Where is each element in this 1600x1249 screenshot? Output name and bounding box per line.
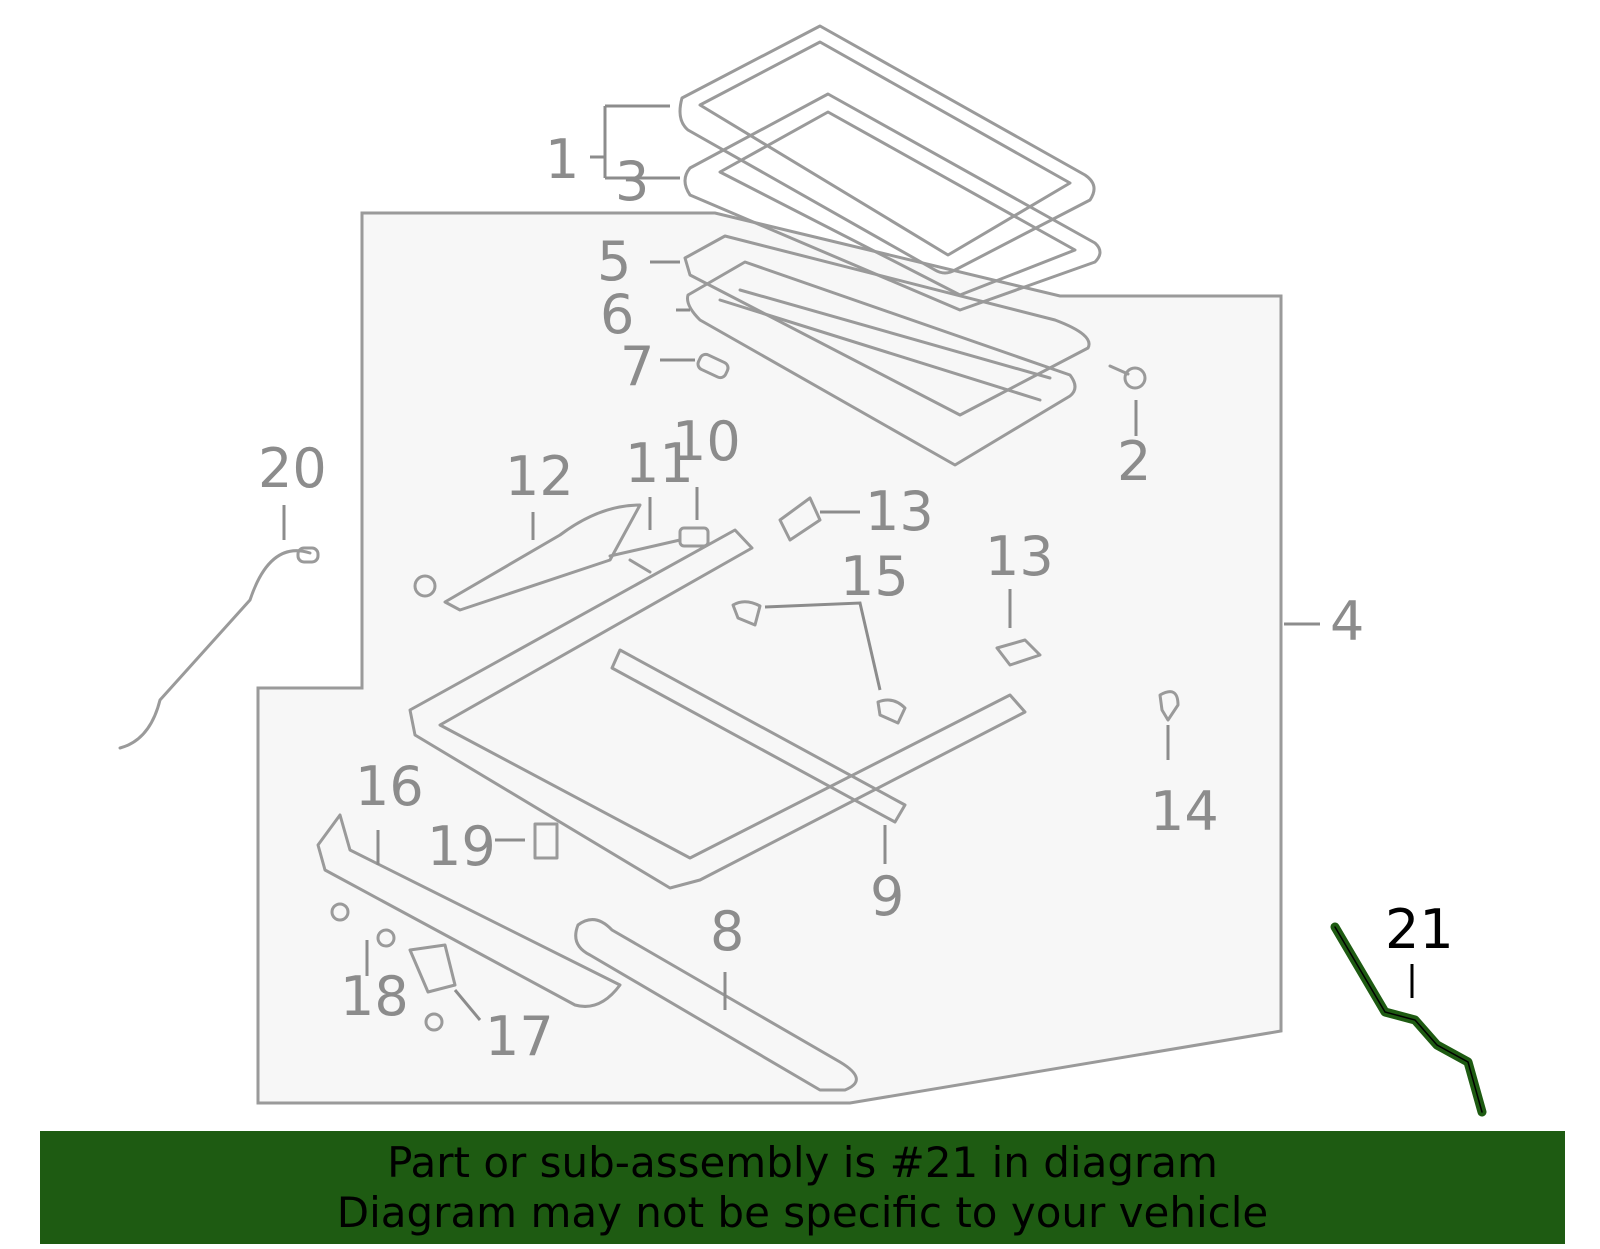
callout-20: 20 [258, 437, 327, 500]
callout-17: 17 [485, 1005, 554, 1068]
part-13a [778, 496, 822, 542]
part-11 [608, 538, 682, 574]
part-14 [1158, 690, 1180, 722]
callout-13b: 13 [985, 525, 1054, 588]
callout-18: 18 [340, 965, 409, 1028]
link-arm-12 [443, 503, 642, 612]
housing-frame [408, 528, 1027, 890]
screw-18b [376, 928, 396, 948]
callout-12: 12 [505, 445, 574, 508]
part-15b [876, 698, 907, 725]
callout-3: 3 [615, 150, 649, 213]
callout-9: 9 [870, 865, 904, 928]
callout-4: 4 [1330, 590, 1364, 653]
part-19 [533, 822, 559, 860]
callout-1: 1 [545, 128, 579, 191]
motor-17 [408, 943, 457, 994]
banner-line-2: Diagram may not be specific to your vehi… [336, 1187, 1269, 1237]
callout-10: 10 [672, 410, 741, 473]
callout-5: 5 [597, 230, 631, 293]
frame-seal [683, 92, 1102, 312]
bolt-2 [1123, 366, 1147, 390]
screw-17b [424, 1012, 444, 1032]
screw-18a [330, 902, 350, 922]
callout-21: 21 [1385, 898, 1454, 961]
sunshade [686, 260, 1077, 467]
drain-cable-20 [118, 549, 312, 750]
callout-14: 14 [1150, 780, 1219, 843]
part-15a [731, 600, 762, 627]
glass-panel [678, 24, 1096, 275]
info-banner: Part or sub-assembly is #21 in diagram D… [40, 1131, 1565, 1244]
callout-6: 6 [600, 283, 634, 346]
callout-19: 19 [427, 815, 496, 878]
callout-7: 7 [620, 335, 654, 398]
callout-2: 2 [1117, 430, 1151, 493]
callout-11: 11 [625, 432, 694, 495]
clip-7 [696, 352, 730, 380]
callout-13a: 13 [865, 480, 934, 543]
part-13b [995, 638, 1042, 667]
part-10 [678, 526, 710, 548]
rail-16 [316, 813, 622, 1008]
trim-8 [574, 918, 858, 1092]
deflector [683, 234, 1091, 417]
banner-line-1: Part or sub-assembly is #21 in diagram [387, 1137, 1218, 1187]
callout-15: 15 [840, 545, 909, 608]
callout-16: 16 [355, 755, 424, 818]
callout-8: 8 [710, 900, 744, 963]
leader-lines [282, 104, 1414, 1021]
assembly-panel [256, 211, 1283, 1105]
